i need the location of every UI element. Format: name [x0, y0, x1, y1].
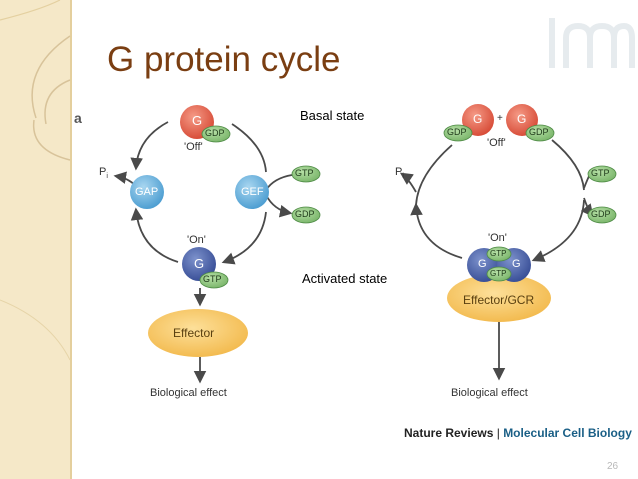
right-gtp-in-oval: [587, 165, 617, 183]
left-gdp-out-label: GDP: [295, 209, 315, 219]
credit-journal: Molecular Cell Biology: [503, 426, 632, 440]
left-arc-top-right: [231, 123, 267, 173]
right-arc-bottom-left: [410, 202, 463, 259]
right-gtp-top-label: GTP: [490, 249, 507, 258]
right-pi-label: Pi: [395, 166, 404, 181]
left-off-label: 'Off': [184, 141, 203, 153]
right-bio-effect-label: Biological effect: [451, 387, 528, 399]
left-arc-bottom-left: [130, 207, 179, 263]
left-gap-label: GAP: [135, 186, 159, 198]
left-bio-effect-label: Biological effect: [150, 387, 227, 399]
left-gdp-out-oval: [291, 206, 321, 224]
right-effector-label: Effector/GCR: [463, 293, 535, 307]
left-pi-label: Pi: [99, 166, 108, 181]
right-gdp-label-1: GDP: [447, 127, 467, 137]
right-g-right-label: G: [512, 258, 521, 270]
right-pi-arrow: [399, 172, 417, 193]
right-gtp-oval-top: [486, 246, 512, 262]
left-gtp-label: GTP: [203, 274, 222, 284]
left-arc-top-left: [130, 121, 169, 171]
right-g-off-label-1: G: [473, 112, 483, 126]
left-gtp-in-arrow: [265, 174, 293, 191]
left-effector-label: Effector: [173, 326, 215, 340]
right-gdp-oval-1: [443, 124, 473, 142]
left-g-off-label: G: [192, 113, 203, 128]
right-gdp-out-label: GDP: [591, 209, 611, 219]
right-on-label: 'On': [488, 232, 507, 244]
left-gef-label: GEF: [241, 186, 264, 198]
activated-state-label: Activated state: [302, 271, 388, 286]
right-cycle-arrows: [399, 139, 594, 381]
watermark-logo: [549, 18, 635, 68]
left-gdp-label: GDP: [205, 128, 225, 138]
right-g-off-label-2: G: [517, 112, 527, 126]
right-plus-label: +: [497, 113, 503, 124]
left-gef-sphere: [235, 175, 269, 209]
right-gtp-in-label: GTP: [591, 168, 610, 178]
left-effector-ellipse: [148, 309, 248, 357]
slide-title: G protein cycle: [107, 40, 341, 79]
right-g-left-label: G: [478, 258, 487, 270]
left-gdp-oval: [201, 125, 231, 143]
right-gtp-oval-bottom: [486, 266, 512, 282]
page-number: 26: [607, 461, 619, 472]
credit-separator: |: [496, 426, 500, 440]
side-letter: a: [74, 110, 82, 126]
left-gtp-oval: [199, 271, 229, 289]
sidebar-border-line: [70, 0, 72, 479]
left-gtp-in-label: GTP: [295, 168, 314, 178]
right-arc-top-left: [415, 144, 453, 206]
basal-state-label: Basal state: [300, 108, 365, 123]
right-arc-bottom-right: [531, 199, 585, 262]
right-g-off-sphere-1: [462, 104, 494, 136]
left-on-label: 'On': [187, 234, 206, 246]
right-gdp-label-2: GDP: [529, 127, 549, 137]
credit-publisher: Nature Reviews: [404, 426, 494, 440]
left-gdp-out-arrow: [265, 194, 293, 218]
left-gtp-in-oval: [291, 165, 321, 183]
left-gap-sphere: [130, 175, 164, 209]
source-credit: Nature Reviews | Molecular Cell Biology: [404, 426, 632, 440]
right-arc-top-right: [551, 139, 585, 191]
right-effector-ellipse: [447, 274, 551, 322]
right-off-label: 'Off': [487, 137, 506, 149]
right-gdp-oval-2: [525, 124, 555, 142]
left-arc-bottom-right: [221, 211, 267, 265]
left-g-on-label: G: [194, 256, 205, 271]
right-gtp-bottom-label: GTP: [490, 269, 507, 278]
right-gdp-out-oval: [587, 206, 617, 224]
